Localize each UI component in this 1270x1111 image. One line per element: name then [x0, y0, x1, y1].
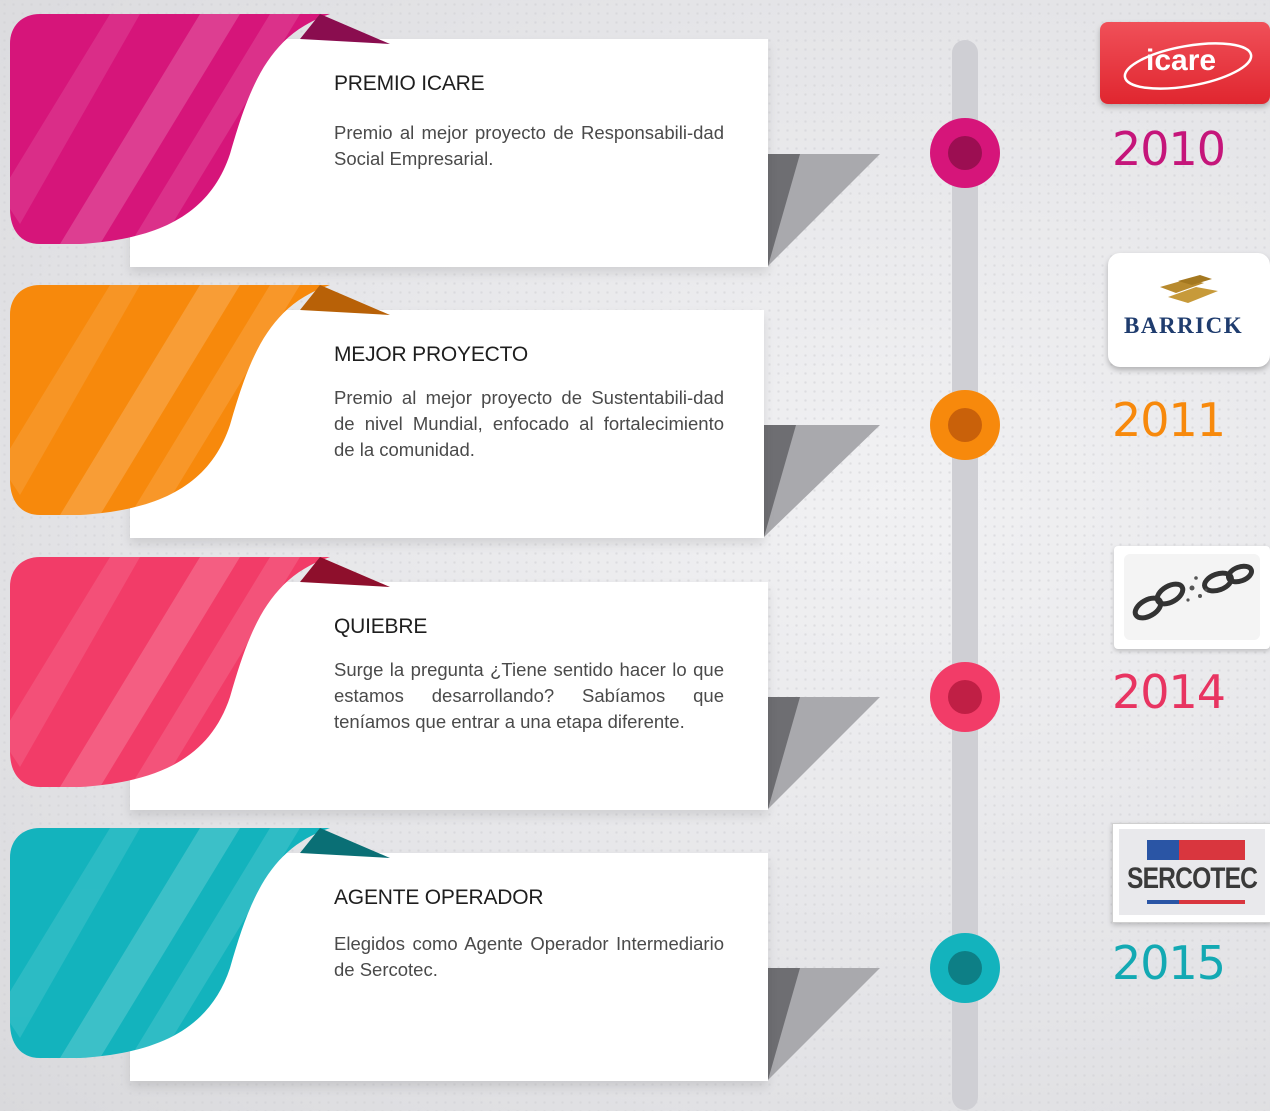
- ribbon-shape: [10, 828, 390, 1058]
- card-description: Premio al mejor proyecto de Responsabili…: [334, 122, 724, 169]
- card-title: PREMIO ICARE: [334, 72, 485, 95]
- sercotec-logo: SERCOTEC: [1112, 823, 1270, 923]
- barrick-mark-icon: [1160, 275, 1218, 303]
- timeline-line: [952, 40, 978, 1110]
- icare-logo-text: icare: [1146, 44, 1217, 77]
- broken-chain-image: [1114, 546, 1270, 649]
- timeline-card-4: AGENTE OPERADOR Elegidos como Agente Ope…: [0, 828, 890, 1088]
- card-title: MEJOR PROYECTO: [334, 343, 529, 366]
- timeline-card-2: MEJOR PROYECTO Premio al mejor proyecto …: [0, 285, 890, 545]
- card-fold-shadow: [768, 968, 880, 1080]
- ribbon-shape: [10, 14, 390, 244]
- sercotec-stripe-red: [1179, 900, 1245, 904]
- timeline-dot-center: [948, 680, 982, 714]
- ribbon-shape: [10, 285, 390, 515]
- card-fold-shadow: [764, 425, 880, 537]
- timeline-card-3: QUIEBRE Surge la pregunta ¿Tiene sentido…: [0, 557, 890, 817]
- timeline-card-1: PREMIO ICARE Premio al mejor proyecto de…: [0, 14, 890, 274]
- sercotec-flag-red: [1179, 840, 1245, 860]
- card-title: QUIEBRE: [334, 615, 428, 638]
- card-description: Surge la pregunta ¿Tiene sentido hacer l…: [334, 659, 724, 732]
- icare-swoosh: [1123, 42, 1253, 90]
- sercotec-logo-text: SERCOTEC: [1127, 862, 1258, 895]
- sercotec-flag-blue: [1147, 840, 1179, 860]
- timeline-dot-center: [948, 408, 982, 442]
- card-fold-shadow: [768, 697, 880, 809]
- year-label: 2010: [1112, 122, 1226, 176]
- ribbon-shape: [10, 557, 390, 787]
- year-label: 2014: [1112, 665, 1226, 719]
- sercotec-stripe-blue: [1147, 900, 1179, 904]
- icare-logo: icare: [1100, 22, 1270, 104]
- barrick-logo: BARRICK: [1108, 253, 1270, 367]
- barrick-logo-text: BARRICK: [1124, 313, 1244, 338]
- timeline-dot-2014: [930, 662, 1000, 732]
- card-description: Elegidos como Agente Operador Intermedia…: [334, 933, 724, 980]
- broken-chain-icon: [1124, 554, 1260, 640]
- timeline-dot-center: [948, 136, 982, 170]
- year-label: 2011: [1112, 393, 1226, 447]
- timeline-dot-2010: [930, 118, 1000, 188]
- timeline-dot-2011: [930, 390, 1000, 460]
- timeline-dot-2015: [930, 933, 1000, 1003]
- year-label: 2015: [1112, 936, 1226, 990]
- card-description: Premio al mejor proyecto de Sustentabili…: [334, 387, 724, 460]
- card-fold-shadow: [768, 154, 880, 266]
- timeline-dot-center: [948, 951, 982, 985]
- card-title: AGENTE OPERADOR: [334, 886, 544, 909]
